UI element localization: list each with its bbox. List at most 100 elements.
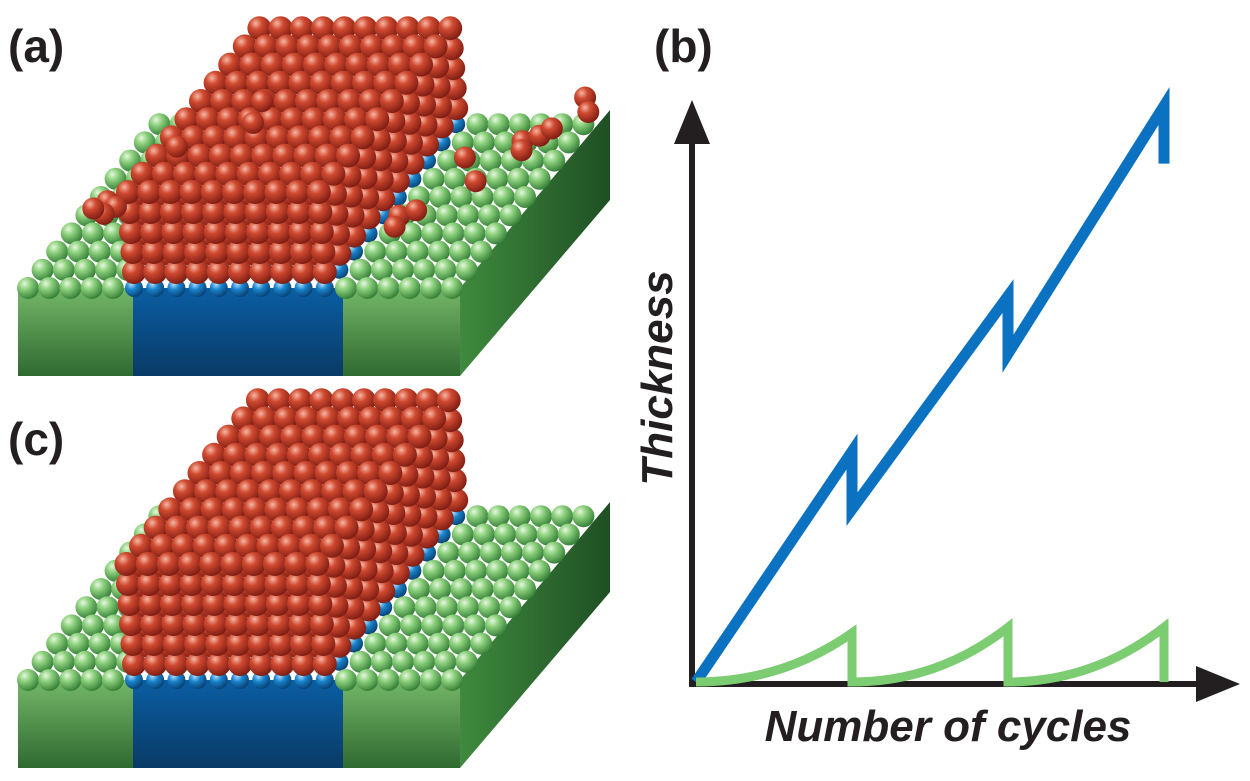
deposit-atom [179, 180, 204, 204]
x-axis-label: Number of cycles [765, 702, 1132, 751]
deposit-atom [205, 632, 230, 656]
substrate-atom [470, 240, 493, 263]
deposit-atom [335, 461, 360, 485]
substrate-atom [457, 596, 479, 619]
substrate-atom [88, 632, 111, 655]
deposit-atom [308, 125, 333, 150]
substrate-atom [543, 149, 566, 172]
deposit-atom [337, 89, 362, 113]
deposit-atom [185, 652, 210, 676]
substrate-atom [60, 222, 83, 245]
pattern-front [133, 288, 343, 376]
substrate-atom [46, 632, 69, 655]
substrate-atom [400, 614, 422, 637]
substrate-atom [557, 131, 580, 154]
deposit-atom [338, 34, 363, 59]
deposit-atom [407, 424, 432, 449]
deposit-atom [222, 572, 246, 596]
substrate-atom [514, 578, 536, 600]
deposit-atom [309, 388, 334, 413]
deposit-atom [222, 180, 246, 204]
pattern-atom [146, 279, 165, 297]
deposit-atom [226, 632, 251, 656]
deposit-atom [300, 479, 325, 504]
substrate-atom [82, 222, 104, 245]
substrate-atom [88, 240, 111, 263]
substrate-atom [60, 614, 83, 637]
deposit-atom [179, 497, 204, 522]
deposit-atom [215, 161, 240, 186]
pattern-atom [294, 671, 313, 689]
deposit-atom [119, 612, 143, 636]
substrate-atom [101, 669, 124, 691]
deposit-atom [159, 592, 184, 616]
deposit-atom [415, 388, 440, 413]
deposit-atom [378, 461, 403, 485]
pattern-atom [273, 671, 292, 689]
deposit-atom [293, 143, 318, 168]
deposit-atom [265, 442, 290, 467]
substrate-atom [473, 131, 495, 154]
substrate-atom [74, 258, 96, 281]
substrate-atom [508, 113, 531, 136]
deposit-atom [140, 220, 165, 244]
substrate-atom [442, 222, 465, 245]
substrate-atom [427, 632, 450, 655]
deposit-atom [241, 552, 266, 576]
substrate-atom [494, 131, 517, 154]
deposit-atom [179, 572, 204, 596]
panel-label-c: (c) [8, 413, 64, 465]
deposit-atom [349, 497, 374, 522]
deposit-atom [306, 180, 331, 204]
substrate-atom [478, 596, 501, 619]
substrate-atom [572, 505, 595, 528]
substrate-atom [487, 505, 510, 528]
deposit-atom [143, 652, 168, 676]
deposit-atom [423, 34, 448, 59]
deposit-atom [251, 143, 276, 168]
deposit-atom [187, 461, 212, 485]
pattern-atom [125, 671, 143, 689]
deposit-atom [138, 592, 163, 616]
deposit-atom [141, 240, 166, 264]
deposit-atom [277, 533, 302, 558]
deposit-atom [280, 424, 305, 449]
substrate-atom [38, 669, 61, 691]
deposit-atom [130, 161, 155, 186]
substrate-atom [52, 650, 75, 673]
nucleation-atom [165, 135, 188, 158]
deposit-atom [215, 479, 240, 504]
y-axis-arrow-icon [674, 100, 710, 144]
deposit-atom [394, 70, 419, 95]
deposit-atom [329, 125, 354, 150]
deposit-atom [344, 107, 368, 132]
deposit-atom [218, 52, 243, 77]
substrate-atom [486, 167, 509, 190]
substrate-atom [349, 258, 372, 281]
deposit-atom [186, 515, 211, 540]
deposit-atom [373, 70, 398, 95]
deposit-atom [351, 388, 376, 413]
deposit-atom [194, 479, 219, 504]
deposit-atom [275, 34, 300, 59]
nucleation-atom [464, 170, 487, 193]
plot-curves [691, 86, 1170, 687]
deposit-atom [224, 70, 249, 95]
deposit-atom [245, 388, 270, 413]
deposit-atom [337, 406, 362, 431]
deposit-atom [137, 572, 162, 596]
pattern-atom [294, 279, 313, 297]
pattern-atom [252, 279, 271, 297]
substrate-atom [463, 614, 486, 637]
deposit-atom [308, 592, 333, 616]
deposit-atom [303, 52, 327, 77]
deposit-atom [400, 406, 425, 431]
deposit-atom [357, 461, 382, 485]
deposit-atom [402, 34, 427, 59]
deposit-atom [291, 260, 316, 284]
substrate-atom [528, 167, 551, 190]
nucleation-atom [453, 146, 476, 169]
substrate-atom [499, 596, 522, 619]
deposit-atom [268, 16, 293, 41]
deposit-atom [247, 16, 272, 41]
